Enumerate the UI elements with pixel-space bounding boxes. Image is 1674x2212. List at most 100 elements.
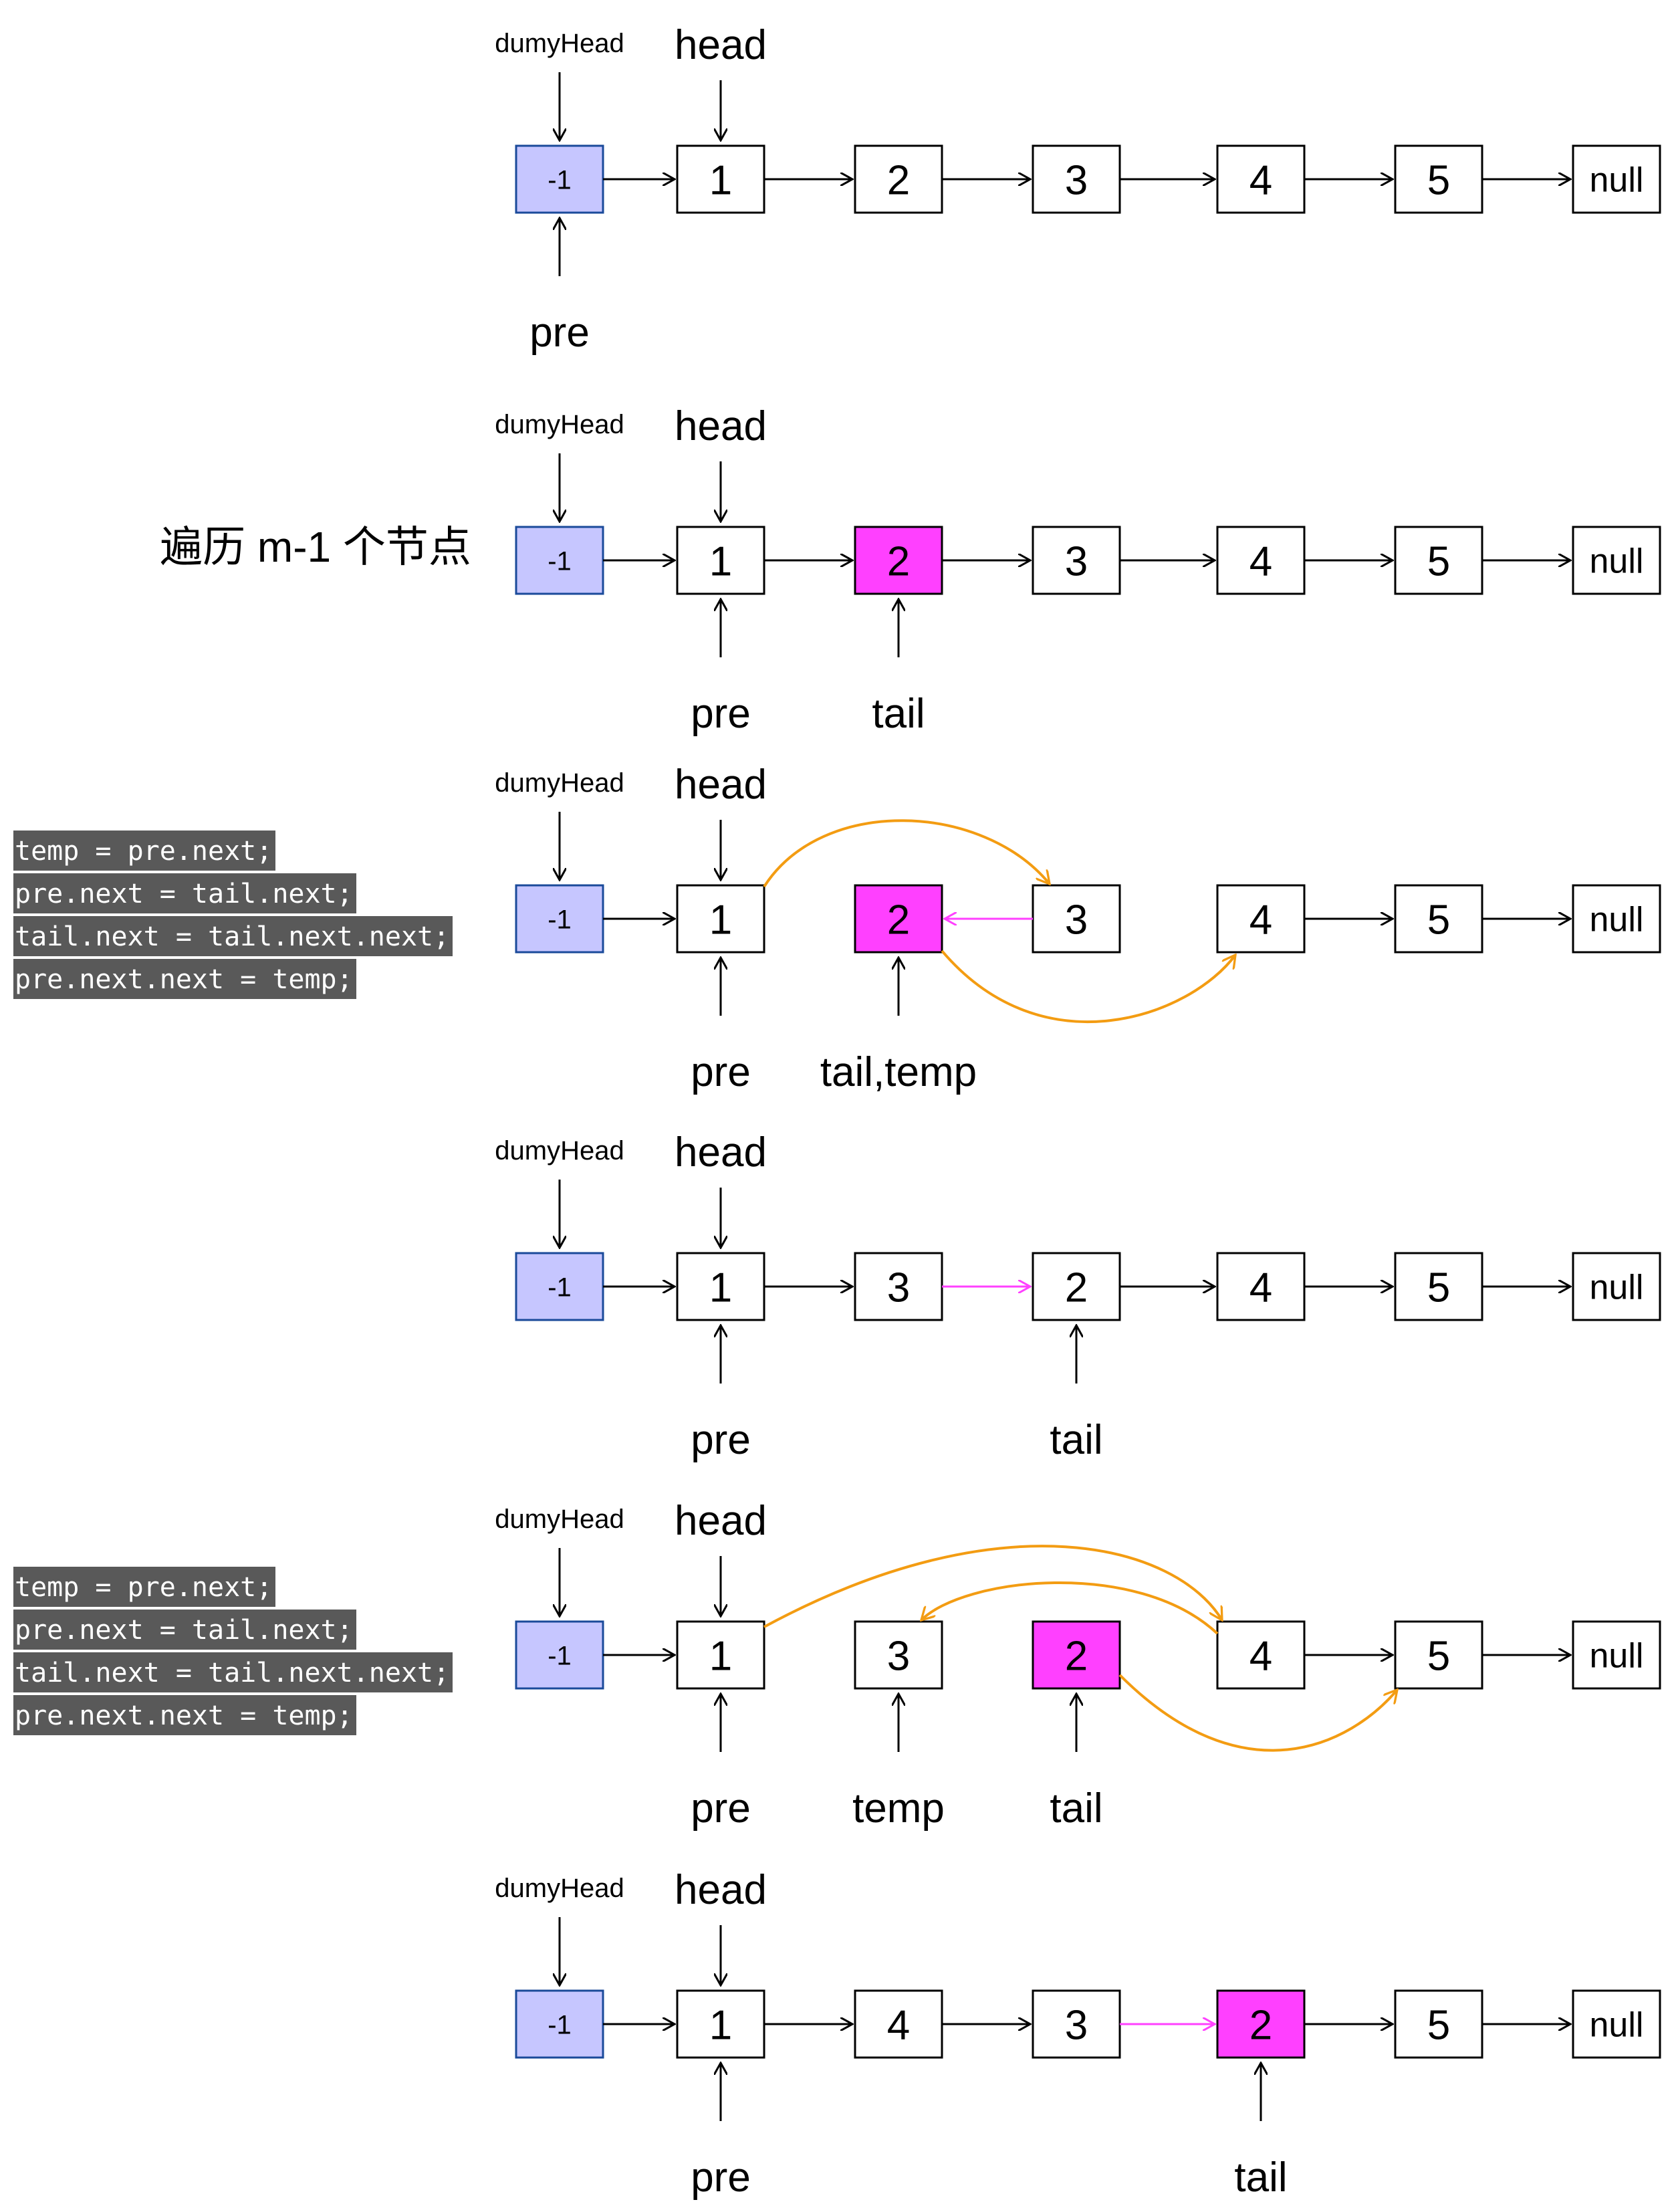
list-node-value: 4 <box>1249 1264 1272 1311</box>
list-node-value: 4 <box>1249 538 1272 584</box>
list-node-box <box>676 526 765 595</box>
list-node-value: 1 <box>709 157 732 203</box>
list-rows: dumyHead head -1 1 2 3 4 5 null pre dumyHead head -1… <box>495 22 1661 2201</box>
list-node-box <box>1216 1989 1306 2059</box>
head-label: head <box>675 1129 767 1176</box>
list-node-value: null <box>1590 1637 1644 1676</box>
code-line: temp = pre.next; <box>15 836 272 867</box>
list-node-box <box>1216 1620 1306 1690</box>
tail-label: tail <box>1234 2154 1287 2201</box>
list-node-box <box>1216 1252 1306 1321</box>
list-node-box <box>854 144 943 214</box>
list-node-value: -1 <box>548 546 572 576</box>
pre-label: pre <box>691 1417 751 1463</box>
list-node-value: 1 <box>709 897 732 943</box>
list-node-box <box>854 1620 943 1690</box>
code-line: pre.next = tail.next; <box>15 879 353 909</box>
list-node-box <box>1032 1252 1121 1321</box>
dumyhead-label: dumyHead <box>495 1136 624 1166</box>
list-node-value: 2 <box>1249 2002 1272 2048</box>
code-line: tail.next = tail.next.next; <box>15 921 449 952</box>
list-node-value: 5 <box>1427 897 1450 943</box>
pointer-rewiring-arrows <box>763 819 1397 1752</box>
list-node-box <box>1032 1989 1121 2059</box>
list-node-box <box>1572 526 1661 595</box>
list-node-box <box>1572 1620 1661 1690</box>
code-block-2: temp = pre.next;pre.next = tail.next;tai… <box>13 1567 453 1735</box>
list-node-value: null <box>1590 2006 1644 2045</box>
pre-label: pre <box>691 1049 751 1095</box>
list-node-value: 2 <box>1065 1264 1088 1311</box>
list-node-box <box>1572 144 1661 214</box>
pre-label: pre <box>691 691 751 737</box>
list-node-value: null <box>1590 1268 1644 1307</box>
list-node-value: -1 <box>548 1273 572 1302</box>
pre-label: pre <box>691 1785 751 1832</box>
code-line-bg <box>13 1610 356 1650</box>
head-label: head <box>675 1867 767 1913</box>
list-node-box <box>515 1620 604 1690</box>
list-node-box <box>676 144 765 214</box>
code-line-bg <box>13 831 275 871</box>
list-node-value: 4 <box>1249 897 1272 943</box>
list-node-box <box>1394 884 1483 954</box>
list-node-value: -1 <box>548 165 572 195</box>
temp-label: temp <box>852 1785 945 1832</box>
tail-label: tail <box>1050 1785 1102 1832</box>
orange-rewire-arrow <box>763 1545 1222 1628</box>
list-node-value: 3 <box>887 1633 910 1679</box>
list-node-box <box>676 1989 765 2059</box>
pre-label: pre <box>529 310 590 356</box>
list-node-value: 5 <box>1427 538 1450 584</box>
list-node-value: 3 <box>887 1264 910 1311</box>
list-node-box <box>1032 144 1121 214</box>
head-label: head <box>675 1498 767 1544</box>
list-node-value: 3 <box>1065 897 1088 943</box>
list-node-value: 1 <box>709 1264 732 1311</box>
dumyhead-label: dumyHead <box>495 768 624 798</box>
list-node-value: 2 <box>887 157 910 203</box>
list-node-value: 2 <box>887 538 910 584</box>
list-node-box <box>676 884 765 954</box>
list-node-value: 3 <box>1065 538 1088 584</box>
orange-rewire-arrow <box>921 1581 1219 1635</box>
list-node-box <box>1572 1252 1661 1321</box>
list-node-box <box>676 1252 765 1321</box>
list-node-box <box>1032 884 1121 954</box>
list-node-value: 5 <box>1427 2002 1450 2048</box>
code-line-bg <box>13 1567 275 1607</box>
list-node-box <box>854 526 943 595</box>
list-node-value: 5 <box>1427 157 1450 203</box>
code-line: tail.next = tail.next.next; <box>15 1658 449 1688</box>
code-line-bg <box>13 1652 453 1692</box>
list-node-box <box>515 1989 604 2059</box>
list-node-box <box>1394 144 1483 214</box>
code-line: pre.next.next = temp; <box>15 1700 353 1731</box>
pre-label: pre <box>691 2154 751 2201</box>
code-line-bg <box>13 959 356 999</box>
list-node-value: null <box>1590 542 1644 581</box>
list-node-box <box>1394 1989 1483 2059</box>
code-blocks: temp = pre.next; pre.next = tail.next; tai… <box>13 831 453 1735</box>
list-node-box <box>676 1620 765 1690</box>
code-line-bg <box>13 1695 356 1735</box>
traverse-note: 遍历 m-1 个节点 <box>160 523 471 571</box>
list-node-box <box>1032 1620 1121 1690</box>
head-label: head <box>675 22 767 68</box>
list-node-value: -1 <box>548 2010 572 2039</box>
list-node-box <box>1216 526 1306 595</box>
dumyhead-label: dumyHead <box>495 29 624 58</box>
list-node-value: null <box>1590 161 1644 200</box>
list-node-value: 4 <box>1249 1633 1272 1679</box>
list-node-value: 5 <box>1427 1633 1450 1679</box>
orange-rewire-arrow <box>763 819 1050 888</box>
tail-label: tail <box>1050 1417 1102 1463</box>
tail_temp-label: tail,temp <box>820 1049 977 1095</box>
code-line-bg <box>13 916 453 956</box>
dumyhead-label: dumyHead <box>495 1505 624 1534</box>
